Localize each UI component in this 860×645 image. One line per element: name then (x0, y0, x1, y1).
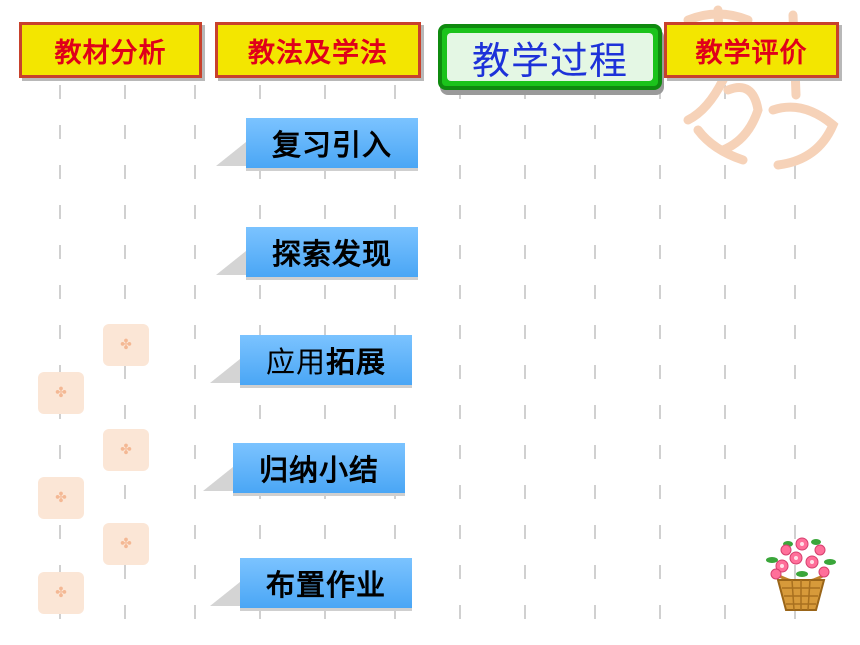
step-label: 布置作业 (265, 568, 386, 602)
step-button-face: 复习引入 (246, 118, 418, 168)
step-explore-discover[interactable]: 探索发现 (216, 227, 418, 277)
step-summary[interactable]: 归纳小结 (203, 443, 405, 493)
seal-stamp-icon: ✤ (103, 523, 149, 565)
step-button-face: 归纳小结 (233, 443, 405, 493)
seal-stamp-icon: ✤ (38, 477, 84, 519)
step-shadow (203, 467, 233, 491)
step-button-face: 探索发现 (246, 227, 418, 277)
step-label-bold: 拓展 (326, 345, 387, 379)
seal-stamp-icon: ✤ (103, 429, 149, 471)
tab-teaching-process[interactable]: 教学过程 (438, 24, 662, 90)
active-tab-inner: 教学过程 (447, 33, 653, 83)
tab-teaching-evaluation[interactable]: 教学评价 (664, 22, 839, 78)
seal-stamp-icon: ✤ (38, 372, 84, 414)
tab-label: 教学过程 (471, 38, 628, 83)
step-homework[interactable]: 布置作业 (210, 558, 412, 608)
tab-label: 教材分析 (54, 37, 167, 69)
step-button-face: 应用拓展 (240, 335, 412, 385)
step-label: 探索发现 (271, 237, 392, 271)
tab-textbook-analysis[interactable]: 教材分析 (19, 22, 202, 78)
step-label: 归纳小结 (258, 453, 379, 487)
seal-stamp-icon: ✤ (103, 324, 149, 366)
tab-label: 教法及学法 (248, 37, 388, 69)
step-shadow (210, 582, 240, 606)
step-apply-extend[interactable]: 应用拓展 (210, 335, 412, 385)
step-review-intro[interactable]: 复习引入 (216, 118, 418, 168)
tab-teaching-methods[interactable]: 教法及学法 (215, 22, 421, 78)
step-shadow (210, 359, 240, 383)
step-button-face: 布置作业 (240, 558, 412, 608)
step-shadow (216, 142, 246, 166)
seal-stamp-icon: ✤ (38, 572, 84, 614)
step-shadow (216, 251, 246, 275)
step-label: 复习引入 (271, 128, 392, 162)
tab-label: 教学评价 (695, 37, 808, 69)
step-label-light: 应用 (265, 345, 326, 379)
flower-basket-icon (766, 537, 836, 611)
